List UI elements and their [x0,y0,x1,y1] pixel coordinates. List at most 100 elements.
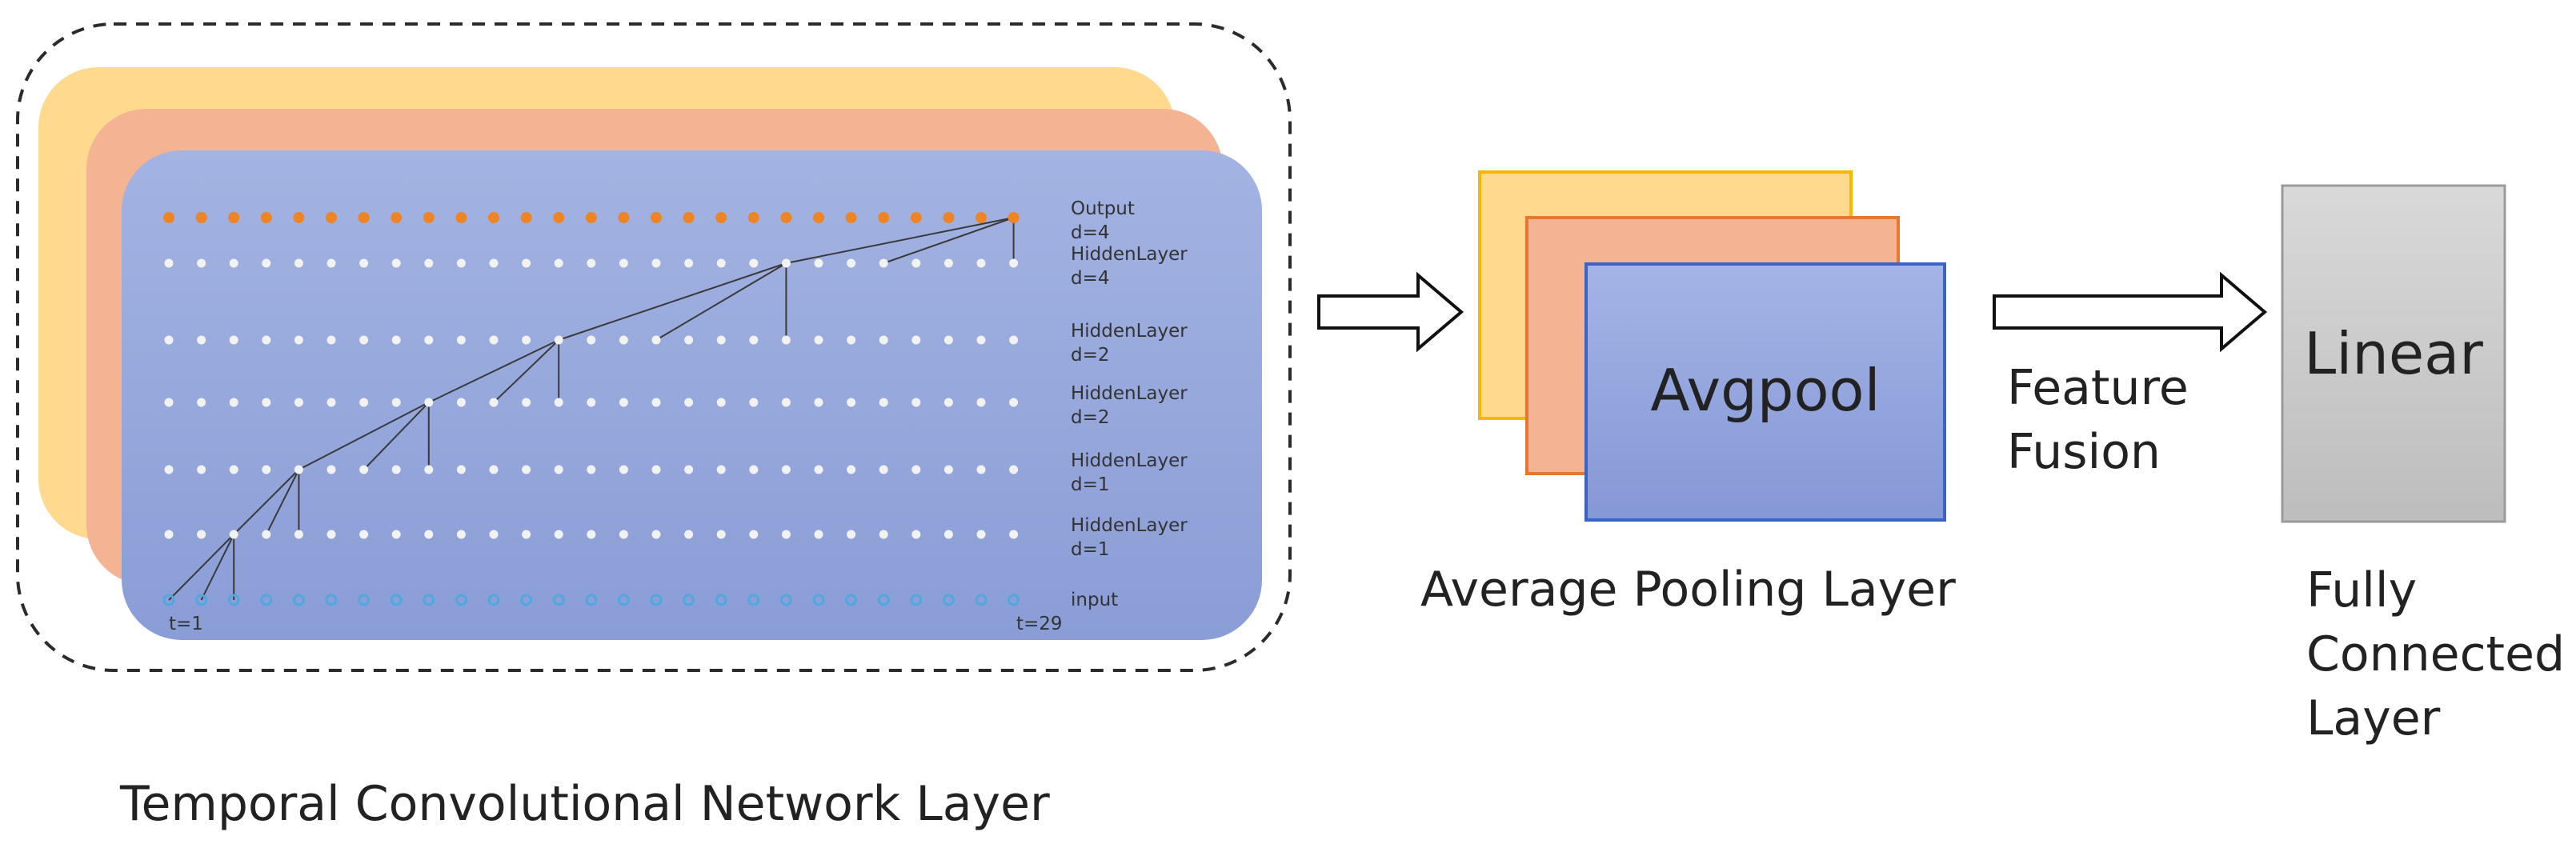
hidden-node [847,465,856,474]
input-node [910,594,923,606]
hidden-node [262,258,271,268]
hidden-node [359,335,369,345]
input-node [552,594,565,606]
input-node [455,594,467,606]
hidden-node [359,530,369,539]
input-node [358,594,371,606]
hidden-node [164,335,174,345]
hidden-node [554,465,563,474]
hidden-node [262,465,271,474]
fully-connected-caption: Fully Connected Layer [2306,562,2576,746]
hidden-node [781,530,791,539]
output-node [878,212,890,223]
output-node [293,212,305,223]
time-end-label: t=29 [1016,614,1063,634]
arrow-to-avgpool [1317,271,1464,353]
layer-label-line: d=2 [1071,345,1110,366]
hidden-node [456,465,466,474]
hidden-node [197,335,206,345]
hidden-node [1009,398,1019,407]
input-node [260,594,273,606]
hidden-node [847,398,856,407]
arrow-to-linear [1993,271,2268,353]
output-node [163,212,174,223]
layer-label: input [1071,590,1118,610]
hidden-node [879,335,888,345]
layer-label-line: d=2 [1071,407,1110,428]
hidden-node [749,398,759,407]
hidden-node [943,530,953,539]
hidden-node [651,398,661,407]
hidden-node [943,465,953,474]
hidden-node [847,530,856,539]
input-node [423,594,435,606]
input-node [162,594,175,606]
hidden-node [619,398,628,407]
hidden-node [716,398,726,407]
tcn-connection-line [265,469,300,535]
layer-label-line: d=1 [1071,539,1110,560]
hidden-node [749,465,759,474]
input-node [195,594,208,606]
hidden-node [229,530,238,539]
hidden-node [229,465,238,474]
tcn-connections [168,217,1015,601]
input-node [683,594,695,606]
input-node [617,594,630,606]
hidden-node [781,258,791,268]
output-node [618,212,630,223]
hidden-node [814,465,823,474]
hidden-node [587,335,596,345]
hidden-node [164,398,174,407]
hidden-node [522,530,531,539]
layer-label-line: HiddenLayer [1071,321,1188,342]
hidden-node [489,530,499,539]
output-node [943,212,955,223]
input-node [877,594,890,606]
hidden-node [327,465,336,474]
input-node [325,594,338,606]
hidden-node [943,398,953,407]
output-node [423,212,435,223]
hidden-node [522,335,531,345]
hidden-node [294,530,303,539]
output-node [195,212,207,223]
hidden-node [424,465,434,474]
hidden-node [164,465,174,474]
hidden-node [847,258,856,268]
output-node [553,212,565,223]
output-node [651,212,662,223]
tcn-dashed-border [16,22,1292,672]
output-node [260,212,272,223]
hidden-node [684,530,694,539]
hidden-node [684,335,694,345]
input-node [585,594,598,606]
hidden-node [1009,258,1019,268]
hidden-node [456,530,466,539]
tcn-connection-line [233,469,300,535]
hidden-node [229,258,238,268]
hidden-node [522,258,531,268]
hidden-node [391,465,401,474]
hidden-node [359,398,369,407]
input-node [747,594,760,606]
hidden-node [391,398,401,407]
hidden-node [522,398,531,407]
avgpool-stack: Avgpool [1478,170,1946,522]
fc-caption-line-3: Layer [2306,690,2441,746]
hidden-node [976,335,986,345]
hidden-node [327,258,336,268]
hidden-node [716,335,726,345]
hidden-node [587,398,596,407]
fc-caption-line-2: Connected [2306,626,2565,682]
hidden-node [489,398,499,407]
hidden-node [879,465,888,474]
output-node [780,212,792,223]
layer-label-line: HiddenLayer [1071,450,1188,471]
hidden-node [976,465,986,474]
hidden-node [197,530,206,539]
hidden-node [814,398,823,407]
hidden-node [554,530,563,539]
